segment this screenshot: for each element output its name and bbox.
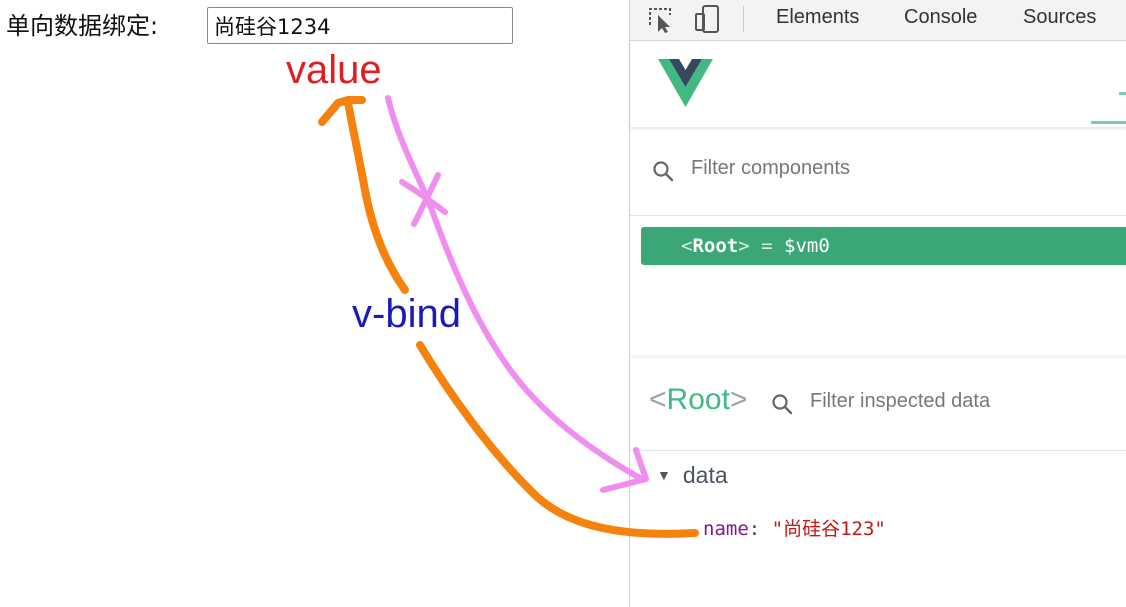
property-key: name xyxy=(703,518,749,540)
tab-console[interactable]: Console xyxy=(904,6,978,28)
toolbar-separator xyxy=(743,6,744,32)
vue-tab-indicator-mark xyxy=(1119,92,1126,95)
vm-variable: $vm0 xyxy=(784,235,830,257)
tab-elements[interactable]: Elements xyxy=(776,6,860,28)
annotation-value-label: value xyxy=(286,48,382,92)
orange-arrow-upper xyxy=(344,98,409,294)
data-property-row[interactable]: name: "尚硅谷123" xyxy=(703,514,886,541)
search-icon xyxy=(771,393,793,419)
title-open-bracket: < xyxy=(649,383,667,416)
vue-devtools-header xyxy=(630,41,1126,127)
title-close-bracket: > xyxy=(729,383,748,416)
tab-sources[interactable]: Sources xyxy=(1023,6,1097,28)
devtools-panel: Elements Console Sources Filter compon xyxy=(629,0,1126,607)
divider xyxy=(630,215,1126,216)
vue-active-tab-underline xyxy=(1091,121,1126,124)
orange-arrowhead xyxy=(318,96,366,126)
data-section-header[interactable]: ▼ data xyxy=(657,462,728,489)
property-value[interactable]: "尚硅谷123" xyxy=(771,518,886,540)
tag-close-bracket: > xyxy=(738,235,750,257)
inspect-element-icon[interactable] xyxy=(646,5,676,33)
title-component-name: Root xyxy=(666,383,730,416)
assign-sign: = xyxy=(761,235,773,257)
component-filter[interactable]: Filter components xyxy=(630,143,1126,199)
binding-label: 单向数据绑定: xyxy=(6,12,159,40)
pink-cross-stroke-b xyxy=(411,172,441,227)
collapse-triangle-icon[interactable]: ▼ xyxy=(657,467,671,483)
inspected-component-title: <Root> xyxy=(649,383,747,417)
inspector-header: <Root> Filter inspected data xyxy=(630,358,1126,451)
annotation-vbind-label: v-bind xyxy=(352,292,461,336)
component-tree-root-row[interactable]: <Root> = $vm0 xyxy=(641,227,1126,265)
root-tag-name: Root xyxy=(692,235,739,257)
component-filter-placeholder: Filter components xyxy=(691,157,850,179)
one-way-binding-input[interactable] xyxy=(207,7,513,44)
search-icon xyxy=(652,160,674,186)
devtools-toolbar: Elements Console Sources xyxy=(630,0,1126,41)
vue-logo-icon xyxy=(658,59,713,111)
pink-arrow xyxy=(385,95,643,481)
pink-cross-stroke-a xyxy=(399,179,448,215)
property-colon: : xyxy=(748,518,772,540)
data-section-title: data xyxy=(682,462,728,488)
device-toolbar-icon[interactable] xyxy=(693,5,723,33)
inspected-data-filter[interactable]: Filter inspected data xyxy=(810,390,991,412)
tag-open-bracket: < xyxy=(681,235,693,257)
